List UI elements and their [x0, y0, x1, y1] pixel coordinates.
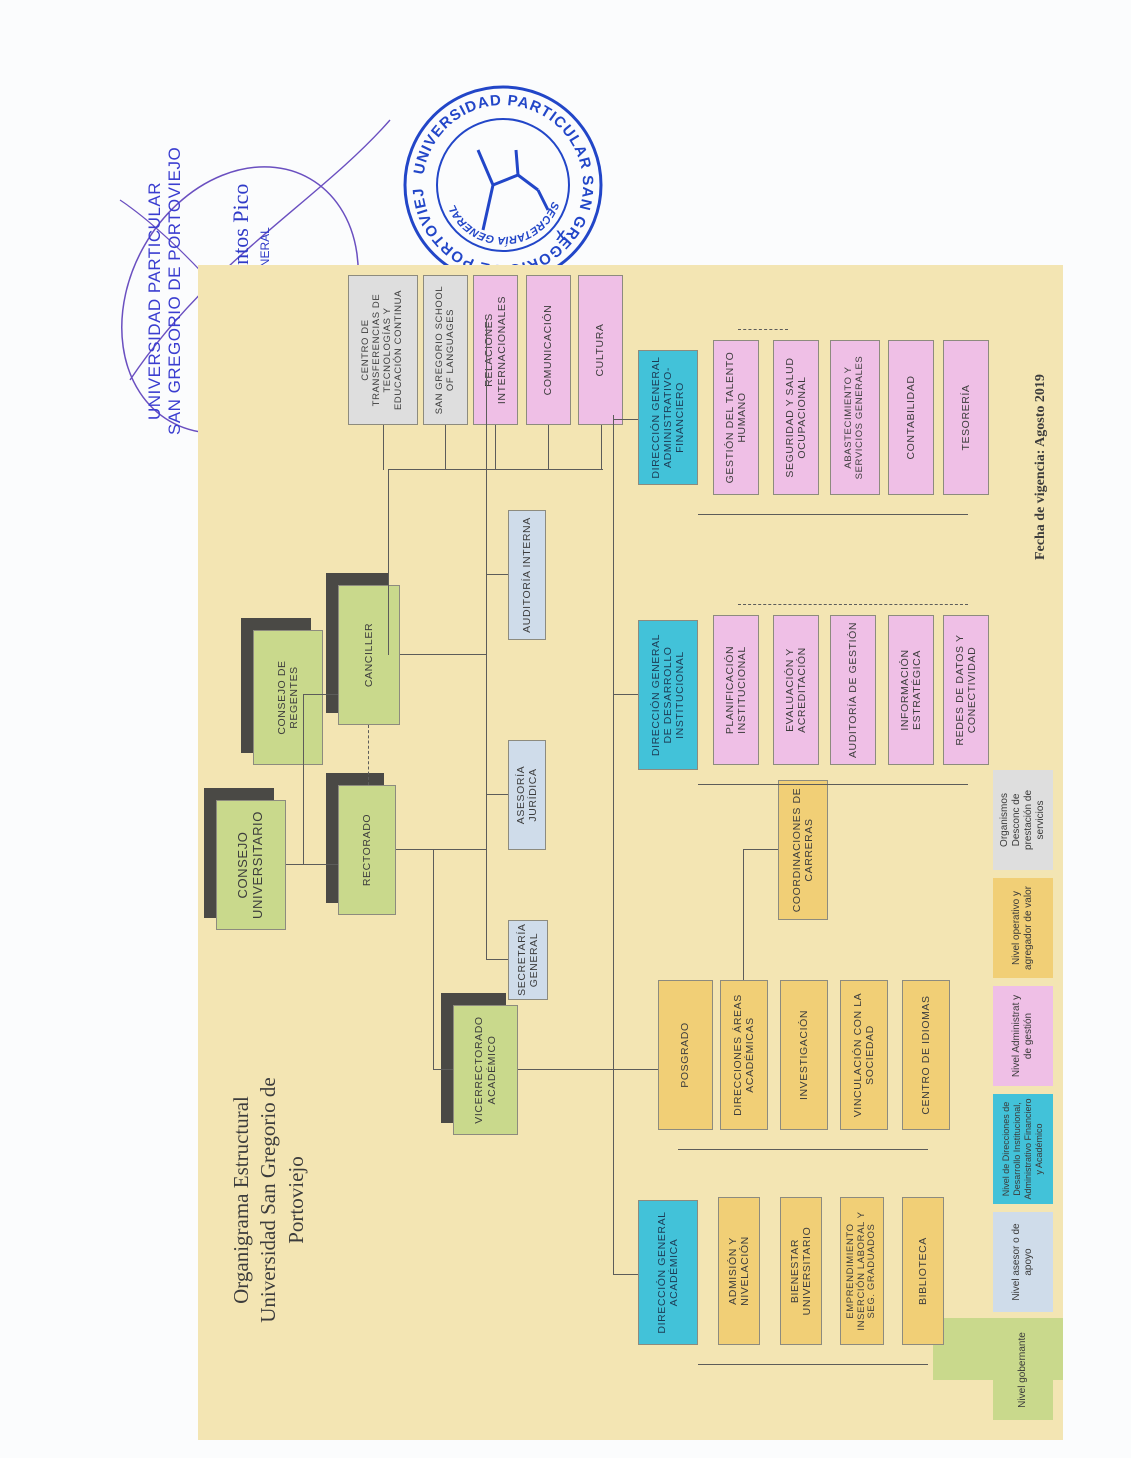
node-emprendimiento: EMPRENDIMIENTO INSERCIÓN LABORAL Y SEG. …	[840, 1197, 884, 1345]
node-asesoria-juridica: ASESORÍA JURÍDICA	[508, 740, 546, 850]
connector	[303, 694, 338, 695]
connector	[445, 425, 446, 470]
connector	[743, 849, 778, 850]
connector	[698, 1364, 928, 1365]
title-line2: Universidad San Gregorio de	[256, 1077, 281, 1323]
connector	[486, 320, 487, 960]
title-line1: Organigrama Estructural	[229, 1096, 253, 1304]
node-auditoria-interna: AUDITORÍA INTERNA	[508, 510, 546, 640]
connector	[486, 959, 508, 960]
connector	[433, 1069, 453, 1070]
seal-mark: X	[556, 227, 566, 243]
node-dir-academica: DIRECCIÓN GENERAL ACADÉMICA	[638, 1200, 698, 1345]
node-direcciones-areas: DIRECCIONES ÁREAS ACADÉMICAS	[720, 980, 768, 1130]
connector-dashed	[738, 329, 788, 330]
node-school-languages: SAN GREGORIO SCHOOL OF LANGUAGES	[423, 275, 468, 425]
node-canciller: CANCILLER	[338, 585, 400, 725]
connector	[388, 470, 389, 655]
node-consejo-regentes: CONSEJO DE REGENTES	[253, 630, 323, 765]
node-centro-idiomas: CENTRO DE IDIOMAS	[902, 980, 950, 1130]
connector-dashed	[738, 604, 968, 605]
node-posgrado: POSGRADO	[658, 980, 713, 1130]
connector	[601, 425, 602, 470]
node-consejo-universitario: CONSEJO UNIVERSITARIO	[216, 800, 286, 930]
connector	[303, 695, 304, 865]
node-abastecimiento: ABASTECIMIENTO Y SERVICIOS GENERALES	[830, 340, 880, 495]
node-admision: ADMISIÓN Y NIVELACIÓN	[718, 1197, 760, 1345]
node-talento: GESTIÓN DEL TALENTO HUMANO	[713, 340, 759, 495]
node-comunicacion: COMUNICACIÓN	[526, 275, 571, 425]
legend-item-administrativo: Nivel Administrat y de gestión	[993, 986, 1053, 1086]
node-contabilidad: CONTABILIDAD	[888, 340, 934, 495]
node-coordinaciones: COORDINACIONES DE CARRERAS	[778, 780, 828, 920]
node-vicerrectorado: VICERRECTORADO ACADÉMICO	[453, 1005, 518, 1135]
connector	[743, 850, 744, 980]
node-dir-administrativo: DIRECCIÓN GENERAL ADMINISTRATIVO-FINANCI…	[638, 350, 698, 485]
stamp-rect-line1: UNIVERSIDAD PARTICULAR	[145, 181, 164, 420]
title-line3: Portoviejo	[283, 1156, 308, 1244]
stamp-rect-line2: SAN GREGORIO DE PORTOVIEJO	[165, 146, 184, 435]
node-vinculacion: VINCULACIÓN CON LA SOCIEDAD	[840, 980, 888, 1130]
node-tesoreria: TESORERÍA	[943, 340, 989, 495]
connector-dashed	[368, 725, 369, 785]
connector	[613, 415, 614, 1275]
node-relaciones: RELACIONES INTERNACIONALES	[473, 275, 518, 425]
fecha-vigencia: Fecha de vigencia: Agosto 2019	[1033, 374, 1048, 560]
connector	[698, 514, 968, 515]
connector	[486, 794, 508, 795]
node-dir-desarrollo: DIRECCIÓN GENERAL DE DESARROLLO INSTITUC…	[638, 620, 698, 770]
connector	[613, 694, 638, 695]
connector	[383, 425, 384, 470]
node-secretaria-general: SECRETARÍA GENERAL	[508, 920, 548, 1000]
connector	[613, 419, 638, 420]
connector	[495, 425, 496, 470]
node-biblioteca: BIBLIOTECA	[902, 1197, 944, 1345]
node-centro-transferencias: CENTRO DE TRANSFERENCIAS DE TECNOLOGÍAS …	[348, 275, 418, 425]
connector	[396, 849, 486, 850]
node-rectorado: RECTORADO	[338, 785, 396, 915]
connector	[613, 1274, 638, 1275]
connector	[486, 574, 508, 575]
legend-item-operativo: Nivel operativo y agregador de valor	[993, 878, 1053, 978]
connector	[400, 654, 486, 655]
node-cultura: CULTURA	[578, 275, 623, 425]
legend-item-gobernante: Nivel gobernante	[993, 1320, 1053, 1420]
connector	[698, 784, 968, 785]
chart-title: Organigrama Estructural Universidad San …	[228, 1020, 310, 1380]
node-evaluacion: EVALUACIÓN Y ACREDITACIÓN	[773, 615, 819, 765]
node-seguridad: SEGURIDAD Y SALUD OCUPACIONAL	[773, 340, 819, 495]
round-seal: UNIVERSIDAD PARTICULAR SAN GREGORIO DE P…	[392, 67, 608, 290]
connector	[286, 864, 338, 865]
org-chart-sheet: Organigrama Estructural Universidad San …	[198, 240, 1078, 1440]
legend-item-asesor: Nivel asesor o de apoyo	[993, 1212, 1053, 1312]
connector	[678, 1149, 928, 1150]
node-investigacion: INVESTIGACIÓN	[780, 980, 828, 1130]
connector	[518, 1069, 658, 1070]
node-bienestar: BIENESTAR UNIVERSITARIO	[780, 1197, 822, 1345]
node-planificacion: PLANIFICACIÓN INSTITUCIONAL	[713, 615, 759, 765]
university-seal-icon: UNIVERSIDAD PARTICULAR SAN GREGORIO DE P…	[392, 67, 603, 285]
legend-item-desconcentrados: Organismos Desconc de prestación de serv…	[993, 770, 1053, 870]
legend-item-direcciones: Nivel de Direcciones de Desarrollo Insti…	[993, 1094, 1053, 1204]
node-informacion: INFORMACIÓN ESTRATÉGICA	[888, 615, 934, 765]
node-auditoria-gestion: AUDITORÍA DE GESTIÓN	[830, 615, 876, 765]
node-redes: REDES DE DATOS Y CONECTIVIDAD	[943, 615, 989, 765]
connector	[548, 425, 549, 470]
connector	[433, 850, 434, 1070]
